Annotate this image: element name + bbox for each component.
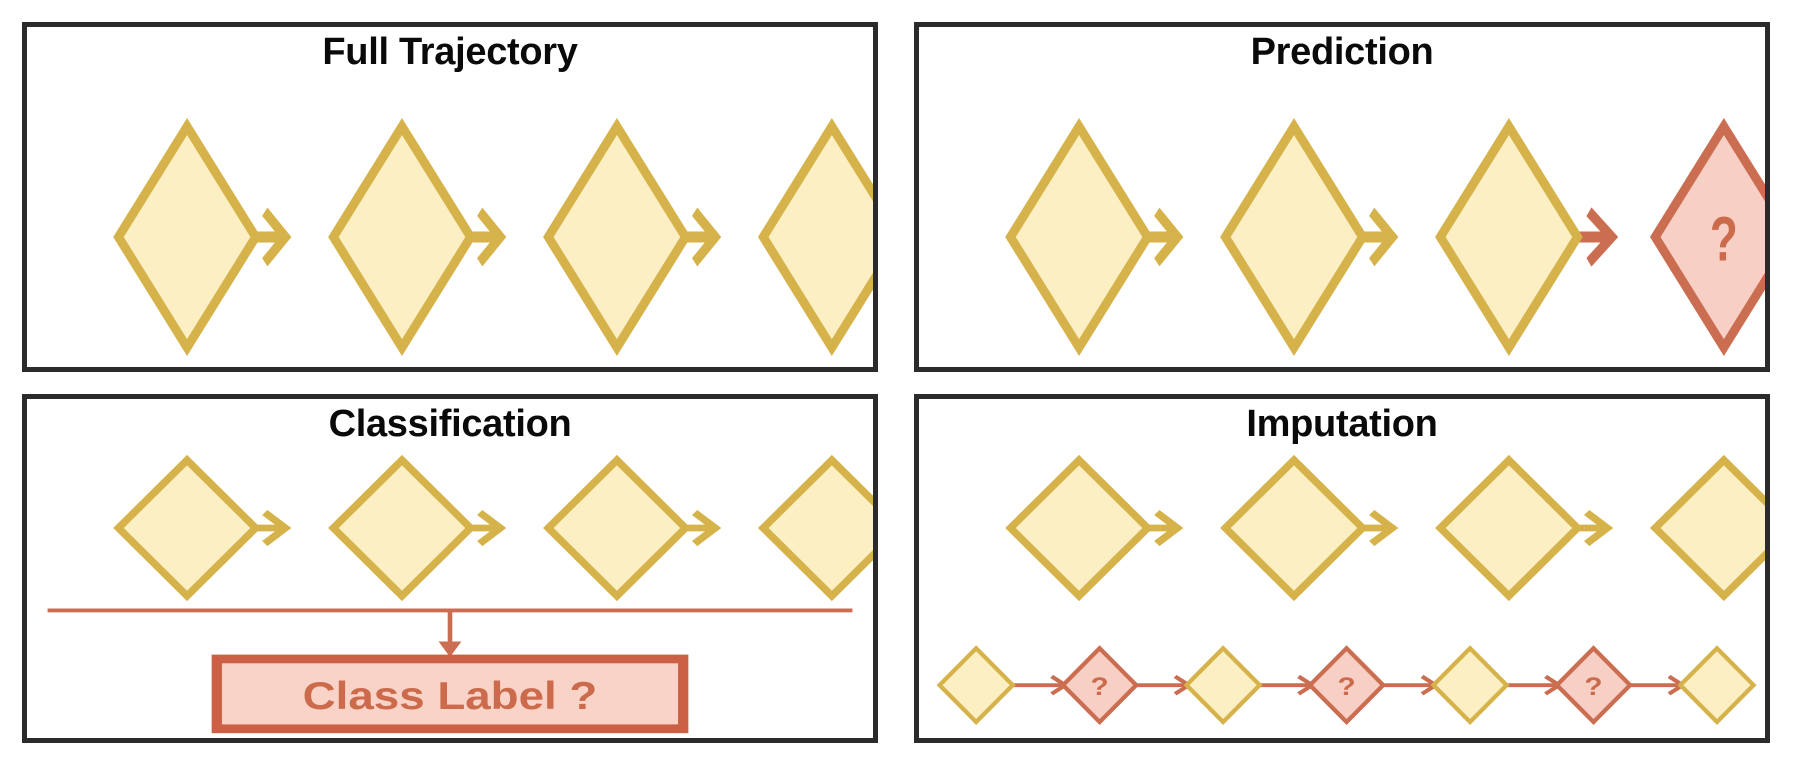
panel-prediction: Prediction bbox=[914, 22, 1770, 372]
panel-title-imputation: Imputation bbox=[1246, 402, 1438, 445]
panel-title-full-trajectory: Full Trajectory bbox=[322, 31, 578, 73]
node-diamond-small bbox=[936, 644, 1016, 725]
node-diamond bbox=[757, 454, 873, 601]
question-mark-icon: ? bbox=[1337, 671, 1355, 699]
question-mark-icon: ? bbox=[1710, 203, 1738, 274]
node-diamond bbox=[113, 117, 261, 357]
node-diamond bbox=[1435, 454, 1583, 601]
panel-canvas-full-trajectory bbox=[27, 27, 873, 367]
panel-canvas-imputation: ? ? ? bbox=[919, 399, 1765, 739]
panel-title-prediction: Prediction bbox=[1250, 31, 1434, 73]
node-diamond-small-unknown: ? bbox=[1306, 644, 1387, 725]
panel-imputation: Imputation bbox=[914, 393, 1770, 743]
node-diamond bbox=[328, 454, 476, 601]
panel-title-classification: Classification bbox=[328, 402, 572, 445]
node-diamond bbox=[1220, 117, 1368, 357]
class-label-box: Class Label ? bbox=[211, 654, 689, 733]
node-diamond-small-unknown: ? bbox=[1060, 644, 1140, 725]
node-diamond-unknown: ? bbox=[1649, 117, 1765, 357]
panel-canvas-classification: Class Label ? bbox=[27, 399, 873, 739]
panel-classification: Classification bbox=[22, 393, 878, 743]
node-diamond bbox=[1005, 117, 1153, 357]
panel-full-trajectory: Full Trajectory bbox=[22, 22, 878, 372]
node-diamond-small-unknown: ? bbox=[1553, 644, 1634, 725]
node-diamond bbox=[757, 117, 873, 357]
node-diamond-small bbox=[1430, 644, 1510, 725]
question-mark-icon: ? bbox=[1584, 671, 1602, 699]
node-diamond bbox=[543, 454, 691, 601]
down-arrow-icon bbox=[438, 609, 462, 657]
question-mark-icon: ? bbox=[1091, 671, 1109, 699]
node-diamond bbox=[113, 454, 261, 601]
node-diamond bbox=[1435, 117, 1583, 357]
node-diamond bbox=[328, 117, 476, 357]
panel-canvas-prediction: ? bbox=[919, 27, 1765, 367]
node-diamond bbox=[543, 117, 691, 357]
node-diamond-small bbox=[1183, 644, 1263, 725]
node-diamond bbox=[1649, 454, 1765, 601]
node-diamond bbox=[1220, 454, 1368, 601]
node-diamond bbox=[1005, 454, 1153, 601]
class-label-text: Class Label ? bbox=[303, 674, 598, 717]
node-diamond-small bbox=[1677, 644, 1757, 725]
